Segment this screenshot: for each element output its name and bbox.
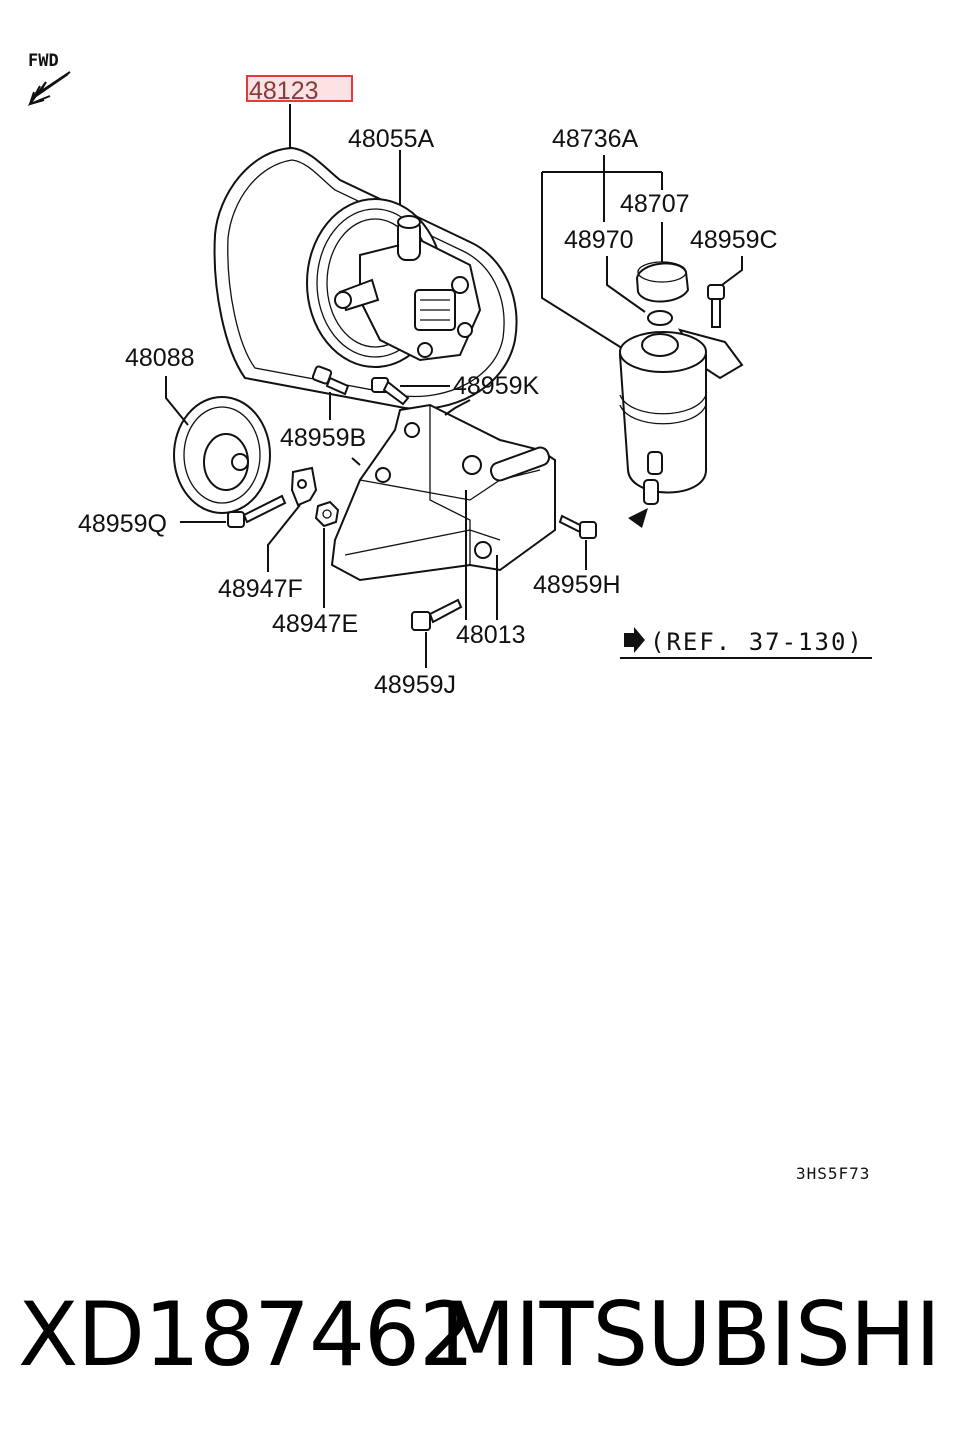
leader-48013	[465, 490, 498, 620]
fwd-label: FWD	[28, 51, 59, 71]
bolt-48959B[interactable]	[311, 365, 350, 396]
bolt-48959K[interactable]	[371, 377, 410, 406]
nut-48947E[interactable]	[314, 500, 340, 528]
leader-48947F	[267, 504, 301, 572]
part-label-48055A[interactable]: 48055A	[348, 125, 435, 153]
part-label-48947E[interactable]: 48947E	[272, 610, 358, 638]
part-label-48959K[interactable]: 48959K	[453, 372, 540, 400]
bolt-48959H[interactable]	[558, 514, 597, 539]
part-label-48736A[interactable]: 48736A	[552, 125, 639, 153]
part-label-48707[interactable]: 48707	[620, 190, 690, 218]
o-ring[interactable]	[647, 310, 673, 326]
part-label-48959J[interactable]: 48959J	[374, 671, 456, 699]
fwd-arrow-icon	[27, 71, 71, 106]
reservoir-tank[interactable]	[618, 328, 744, 528]
leader-48088	[165, 376, 189, 426]
reference-arrow-icon	[624, 627, 645, 653]
reservoir-cap[interactable]	[635, 261, 690, 303]
footer-part-number: XD187462	[18, 1283, 475, 1386]
reference-link[interactable]: (REF. 37-130)	[650, 628, 864, 656]
part-label-48088[interactable]: 48088	[125, 344, 195, 372]
idler-pulley[interactable]	[173, 396, 271, 514]
part-label-48123[interactable]: 48123	[249, 77, 319, 105]
bolt-48959C[interactable]	[707, 284, 725, 328]
bolt-48959Q[interactable]	[227, 494, 287, 528]
footer: XD187462 MITSUBISHI	[0, 1280, 960, 1390]
part-label-48959H[interactable]: 48959H	[533, 571, 621, 599]
leader-48970	[606, 256, 646, 313]
part-label-48959B[interactable]: 48959B	[280, 424, 366, 452]
part-label-48947F[interactable]: 48947F	[218, 575, 303, 603]
part-label-48013[interactable]: 48013	[456, 621, 526, 649]
part-label-48959Q[interactable]: 48959Q	[78, 510, 167, 538]
bolt-48959J[interactable]	[411, 598, 463, 631]
leader-48736A	[541, 155, 663, 351]
highlight-box	[246, 75, 353, 102]
drive-belt[interactable]	[213, 146, 518, 410]
power-steering-pump[interactable]	[306, 198, 482, 368]
footer-brand: MITSUBISHI	[439, 1283, 941, 1386]
leader-48959C	[721, 256, 743, 286]
part-label-48970[interactable]: 48970	[564, 226, 634, 254]
bracket-48947F[interactable]	[290, 466, 318, 507]
part-label-48959C[interactable]: 48959C	[690, 226, 778, 254]
mounting-bracket[interactable]	[330, 399, 556, 582]
diagram-code: 3HS5F73	[796, 1164, 870, 1183]
